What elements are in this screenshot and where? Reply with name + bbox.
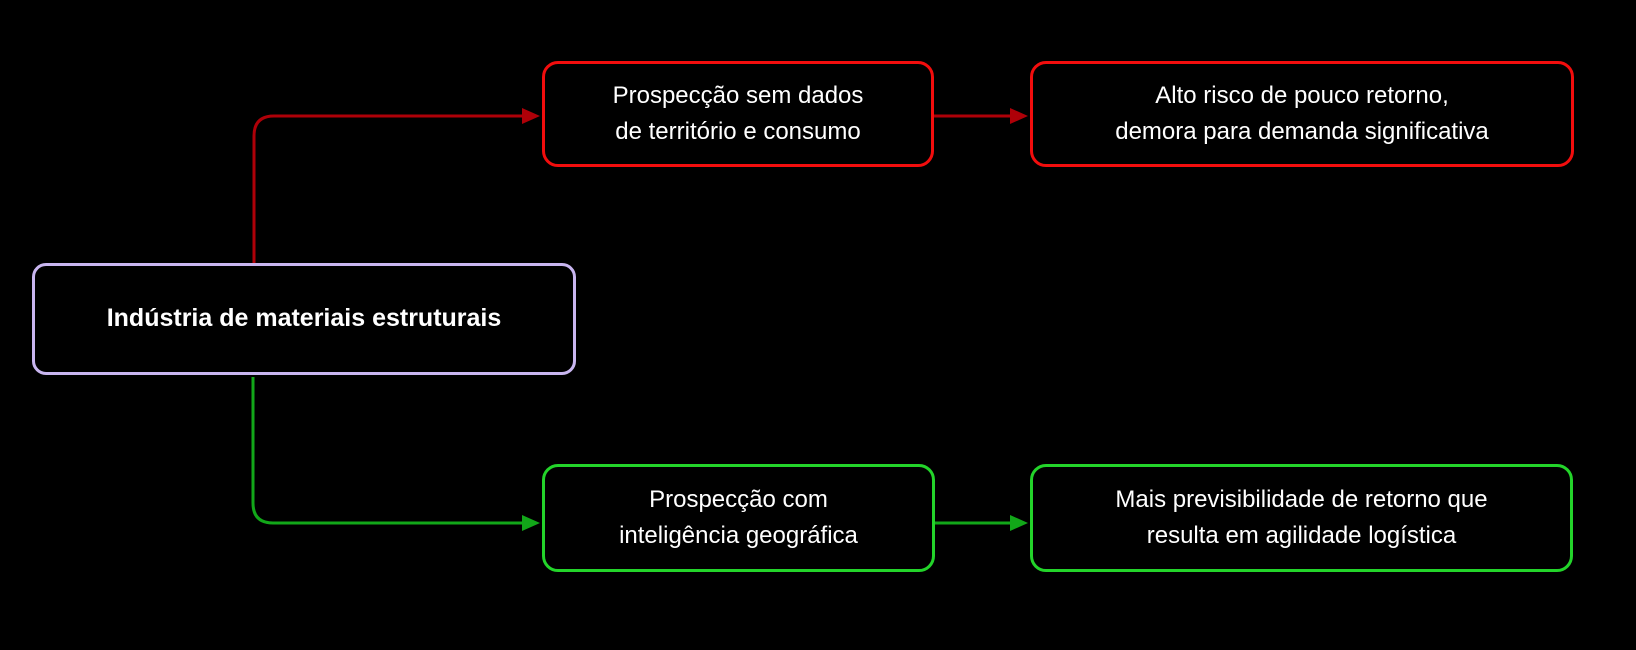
arrowhead-bottom-cause-icon <box>522 515 540 531</box>
edge-root-to-top-cause <box>252 114 522 263</box>
arrowhead-bottom-effect-icon <box>1010 515 1028 531</box>
node-bottom-cause-label: Prospecção com inteligência geográfica <box>619 486 858 549</box>
node-bottom-effect-label: Mais previsibilidade de retorno que resu… <box>1115 486 1488 549</box>
node-bottom-cause: Prospecção com inteligência geográfica <box>542 464 935 572</box>
node-top-effect: Alto risco de pouco retorno, demora para… <box>1030 61 1574 167</box>
node-top-effect-label: Alto risco de pouco retorno, demora para… <box>1115 82 1489 145</box>
node-bottom-effect: Mais previsibilidade de retorno que resu… <box>1030 464 1573 572</box>
node-top-cause-label: Prospecção sem dados de território e con… <box>612 82 864 145</box>
edge-root-to-bottom-cause <box>251 377 522 525</box>
node-root-label: Indústria de materiais estruturais <box>106 304 502 333</box>
node-root-industry: Indústria de materiais estruturais <box>32 263 576 375</box>
arrowhead-top-effect-icon <box>1010 108 1028 124</box>
arrowhead-top-cause-icon <box>522 108 540 124</box>
node-top-cause: Prospecção sem dados de território e con… <box>542 61 934 167</box>
